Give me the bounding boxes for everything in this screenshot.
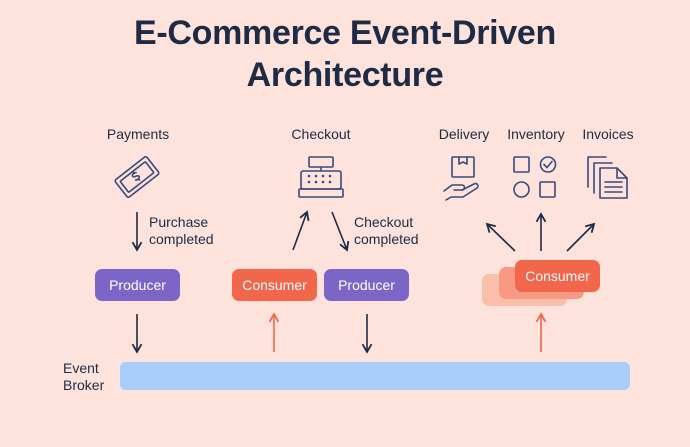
consumer-group-box[interactable]: Consumer bbox=[515, 260, 600, 292]
producer-checkout-box[interactable]: Producer bbox=[324, 269, 409, 301]
checkout-label: Checkout bbox=[291, 126, 351, 142]
checkout-completed-label: Checkout completed bbox=[354, 214, 419, 247]
inventory-label: Inventory bbox=[507, 126, 565, 142]
arrow-checkout-to-producer bbox=[331, 211, 350, 252]
shapes-checklist-icon bbox=[513, 156, 557, 198]
title-line-2: Architecture bbox=[246, 56, 444, 94]
page-title: E-Commerce Event-Driven Architecture bbox=[0, 12, 690, 96]
producer-payments-box[interactable]: Producer bbox=[95, 269, 180, 301]
invoices-label: Invoices bbox=[582, 126, 634, 142]
payments-label: Payments bbox=[106, 126, 170, 142]
money-bill-icon bbox=[114, 156, 160, 198]
arrow-consumer-to-invoices bbox=[566, 222, 596, 252]
delivery-label: Delivery bbox=[438, 126, 490, 142]
consumer-checkout-box[interactable]: Consumer bbox=[232, 269, 317, 301]
cash-register-icon bbox=[298, 156, 344, 198]
event-broker-bar bbox=[120, 362, 630, 390]
arrow-consumer-to-checkout bbox=[292, 210, 310, 251]
title-line-1: E-Commerce Event-Driven bbox=[133, 14, 557, 52]
package-hand-icon bbox=[443, 156, 479, 201]
documents-icon bbox=[587, 156, 628, 199]
purchase-completed-label: Purchase completed bbox=[149, 214, 214, 247]
arrow-consumer-to-delivery bbox=[485, 222, 516, 252]
event-broker-label: Event Broker bbox=[63, 360, 105, 393]
